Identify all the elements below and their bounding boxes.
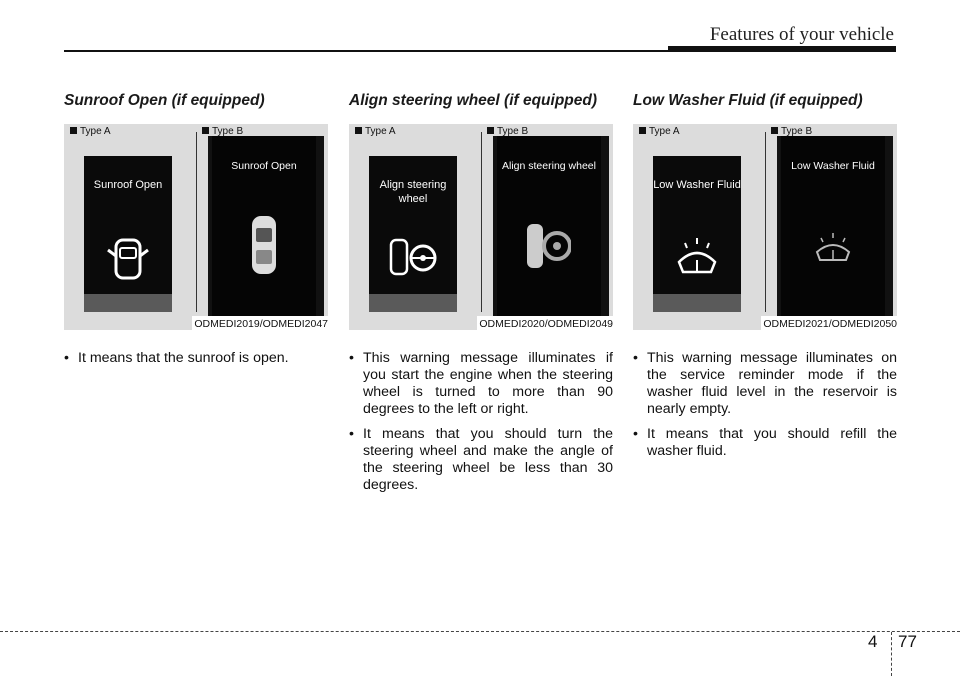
type-a-label: Type A	[355, 126, 396, 137]
section-heading: Low Washer Fluid (if equipped)	[633, 92, 863, 109]
display-message: Align steering wheel	[502, 160, 596, 172]
cluster-display-type-a: Sunroof Open	[84, 156, 172, 294]
bullet-item: This warning message illuminates if you …	[349, 350, 613, 418]
page-number: 77	[898, 632, 917, 651]
car-top-view-icon	[252, 216, 276, 274]
display-bezel	[601, 136, 609, 318]
page-number-divider	[891, 632, 892, 676]
section-low-washer-fluid: Low Washer Fluid (if equipped) Type A Ty…	[633, 92, 897, 468]
bullet-item: It means that you should refill the wash…	[633, 426, 897, 460]
display-figure: Type A Type B Sunroof Open Sunroof Open …	[64, 124, 328, 330]
figure-code: ODMEDI2019/ODMEDI2047	[192, 316, 328, 330]
type-b-label: Type B	[771, 126, 812, 137]
type-b-label: Type B	[202, 126, 243, 137]
display-message: Low Washer Fluid	[653, 179, 741, 191]
figure-divider	[196, 132, 197, 312]
bullet-list: It means that the sunroof is open.	[64, 350, 328, 367]
display-bottom-strip	[84, 294, 172, 312]
cluster-display-type-b: Align steering wheel	[497, 136, 601, 318]
display-message: Align steering wheel	[379, 179, 447, 205]
washer-fluid-icon	[815, 233, 851, 261]
bullet-list: This warning message illuminates on the …	[633, 350, 897, 460]
display-figure: Type A Type B Align steering wheel Align…	[349, 124, 613, 330]
chapter-number: 4	[868, 632, 878, 651]
figure-code: ODMEDI2021/ODMEDI2050	[761, 316, 897, 330]
type-a-label: Type A	[70, 126, 111, 137]
cluster-display-type-a: Low Washer Fluid	[653, 156, 741, 294]
header-rule-thick	[668, 46, 896, 52]
header-rule	[64, 50, 670, 52]
steering-wheel-icon	[389, 238, 437, 276]
display-bottom-strip	[653, 294, 741, 312]
figure-divider	[481, 132, 482, 312]
cluster-display-type-b: Low Washer Fluid	[781, 136, 885, 318]
page-header-title: Features of your vehicle	[709, 24, 894, 45]
type-a-label: Type A	[639, 126, 680, 137]
display-bezel	[316, 136, 324, 318]
cluster-display-type-a: Align steering wheel	[369, 156, 457, 294]
section-align-steering-wheel: Align steering wheel (if equipped) Type …	[349, 92, 613, 502]
cluster-display-type-b: Sunroof Open	[212, 136, 316, 318]
section-sunroof-open: Sunroof Open (if equipped) Type A Type B…	[64, 92, 328, 375]
car-top-view-icon	[107, 238, 149, 280]
steering-wheel-icon	[527, 224, 571, 268]
figure-divider	[765, 132, 766, 312]
display-message: Low Washer Fluid	[791, 160, 875, 172]
bullet-item: It means that you should turn the steeri…	[349, 426, 613, 494]
type-b-label: Type B	[487, 126, 528, 137]
display-bezel	[885, 136, 893, 318]
display-message: Sunroof Open	[231, 160, 297, 172]
figure-code: ODMEDI2020/ODMEDI2049	[477, 316, 613, 330]
bullet-list: This warning message illuminates if you …	[349, 350, 613, 494]
bullet-item: This warning message illuminates on the …	[633, 350, 897, 418]
washer-fluid-icon	[677, 238, 717, 274]
display-figure: Type A Type B Low Washer Fluid Low Washe…	[633, 124, 897, 330]
section-heading: Sunroof Open (if equipped)	[64, 92, 265, 109]
display-bottom-strip	[369, 294, 457, 312]
display-message: Sunroof Open	[93, 179, 163, 191]
section-heading: Align steering wheel (if equipped)	[349, 92, 598, 109]
footer-rule	[0, 631, 960, 632]
bullet-item: It means that the sunroof is open.	[64, 350, 328, 367]
